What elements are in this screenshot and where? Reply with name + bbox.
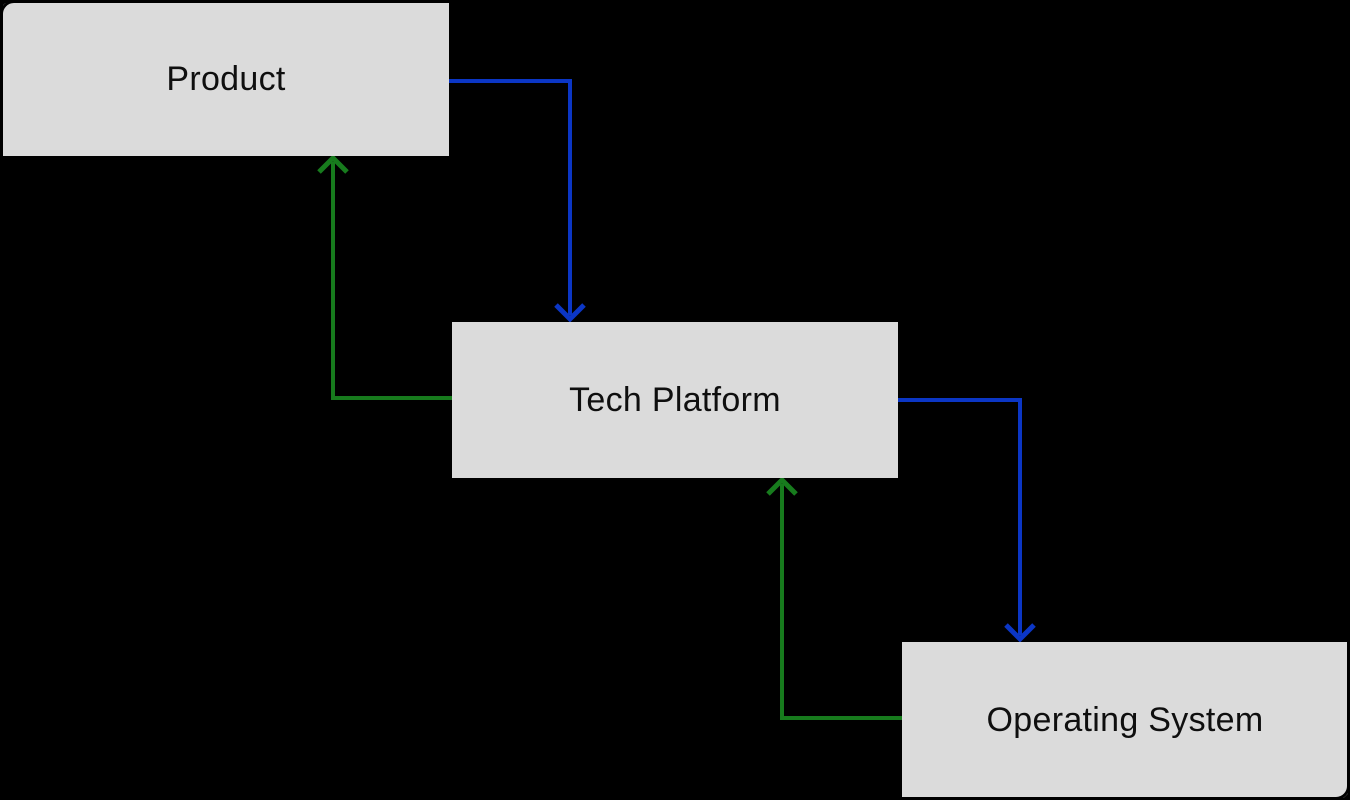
node-product-label: Product <box>166 60 286 98</box>
arrowhead-up-icon <box>317 154 349 174</box>
node-tech-platform: Tech Platform <box>452 322 898 478</box>
arrowhead-up-icon <box>766 476 798 496</box>
edge-product-to-tech-platform <box>449 79 586 323</box>
node-tech-platform-label: Tech Platform <box>569 380 781 419</box>
edge-line <box>331 162 452 400</box>
arrowhead-down-icon <box>1004 623 1036 643</box>
node-operating-system: Operating System <box>902 642 1348 798</box>
arrowhead-down-icon <box>554 303 586 323</box>
edge-tech-platform-to-product <box>317 154 452 400</box>
edge-line <box>898 398 1022 635</box>
node-product: Product <box>3 3 449 156</box>
edge-operating-system-to-tech-platform <box>766 476 902 720</box>
edge-line <box>780 484 902 720</box>
edge-line <box>449 79 572 315</box>
edge-tech-platform-to-operating-system <box>898 398 1036 643</box>
node-operating-system-label: Operating System <box>986 700 1264 739</box>
